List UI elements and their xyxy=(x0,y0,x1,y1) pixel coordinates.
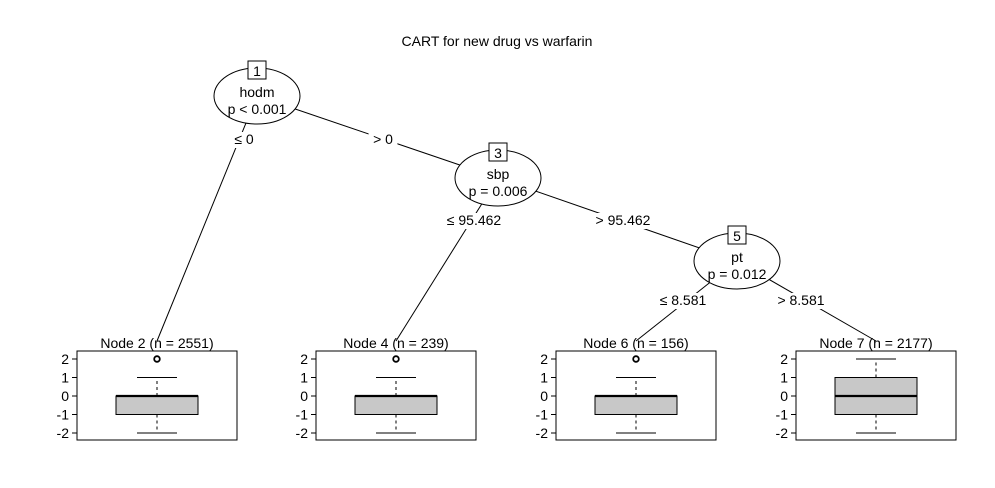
y-tick-label: -2 xyxy=(296,425,309,441)
y-tick-label: -1 xyxy=(296,407,309,423)
y-tick-label: 1 xyxy=(61,370,69,386)
edge-label-5-7: > 8.581 xyxy=(777,292,824,308)
node-p-value-label: p < 0.001 xyxy=(228,101,287,117)
node-p-value-label: p = 0.006 xyxy=(469,183,528,199)
outlier-point xyxy=(153,355,161,363)
edge-label-bg xyxy=(229,132,259,148)
y-tick-label: 0 xyxy=(780,388,788,404)
edge-label-1-2: ≤ 0 xyxy=(234,131,254,147)
y-tick-label: -2 xyxy=(776,425,789,441)
y-tick-label: 0 xyxy=(300,388,308,404)
edge-label-bg xyxy=(589,213,657,229)
y-tick-label: -1 xyxy=(776,407,789,423)
y-tick-label: 2 xyxy=(540,351,548,367)
edge-label-bg xyxy=(771,293,831,309)
terminal-node-label: Node 2 (n = 2551) xyxy=(100,335,213,351)
edge-label-bg xyxy=(440,213,508,229)
iqr-box xyxy=(115,395,199,415)
y-tick-label: 1 xyxy=(300,370,308,386)
y-tick-label: 0 xyxy=(540,388,548,404)
outlier-point xyxy=(632,355,640,363)
node-id-label: 5 xyxy=(733,228,741,244)
edge-label-3-4: ≤ 95.462 xyxy=(447,212,502,228)
terminal-node-7: Node 7 (n = 2177) 2 1 0 -1 -2 xyxy=(776,335,957,441)
terminal-node-4: Node 4 (n = 239) 2 1 0 -1 -2 xyxy=(296,335,477,441)
y-tick-label: -1 xyxy=(57,407,70,423)
edge-label-bg xyxy=(653,293,713,309)
y-tick-label: 1 xyxy=(540,370,548,386)
node-id-box xyxy=(247,60,267,80)
terminal-node-2: Node 2 (n = 2551) 2 1 0 -1 -2 xyxy=(57,335,238,441)
terminal-node-6: Node 6 (n = 156) 2 1 0 -1 -2 xyxy=(536,335,717,441)
node-variable-label: sbp xyxy=(487,166,510,182)
terminal-node-label: Node 4 (n = 239) xyxy=(343,335,448,351)
edge-label-3-5: > 95.462 xyxy=(596,212,651,228)
edge-label-1-3: > 0 xyxy=(373,131,393,147)
y-tick-label: -1 xyxy=(536,407,549,423)
node-id-label: 1 xyxy=(253,63,261,79)
edge-label-5-6: ≤ 8.581 xyxy=(660,292,707,308)
y-tick-label: 2 xyxy=(300,351,308,367)
y-tick-label: -2 xyxy=(536,425,549,441)
y-tick-label: -2 xyxy=(57,425,70,441)
y-tick-label: 0 xyxy=(61,388,69,404)
edges-layer: ≤ 0 > 0 ≤ 95.462 > 95.462 ≤ 8.581 > 8.581 xyxy=(156,95,877,342)
outlier-point xyxy=(392,355,400,363)
iqr-box xyxy=(354,395,438,415)
y-tick-label: 2 xyxy=(780,351,788,367)
y-tick-label: 2 xyxy=(61,351,69,367)
node-id-box xyxy=(727,225,747,245)
edge-3-4 xyxy=(395,177,499,342)
y-tick-label: 1 xyxy=(780,370,788,386)
iqr-box xyxy=(594,395,678,415)
node-p-value-label: p = 0.012 xyxy=(708,266,767,282)
terminal-node-label: Node 6 (n = 156) xyxy=(583,335,688,351)
node-id-label: 3 xyxy=(494,145,502,161)
edge-label-bg xyxy=(368,132,398,148)
node-variable-label: hodm xyxy=(239,84,274,100)
node-variable-label: pt xyxy=(731,249,743,265)
terminal-node-label: Node 7 (n = 2177) xyxy=(819,335,932,351)
inner-node-5: 5 ptp = 0.012 xyxy=(693,225,781,290)
diagram-title: CART for new drug vs warfarin xyxy=(402,33,593,49)
node-id-box xyxy=(488,142,508,162)
